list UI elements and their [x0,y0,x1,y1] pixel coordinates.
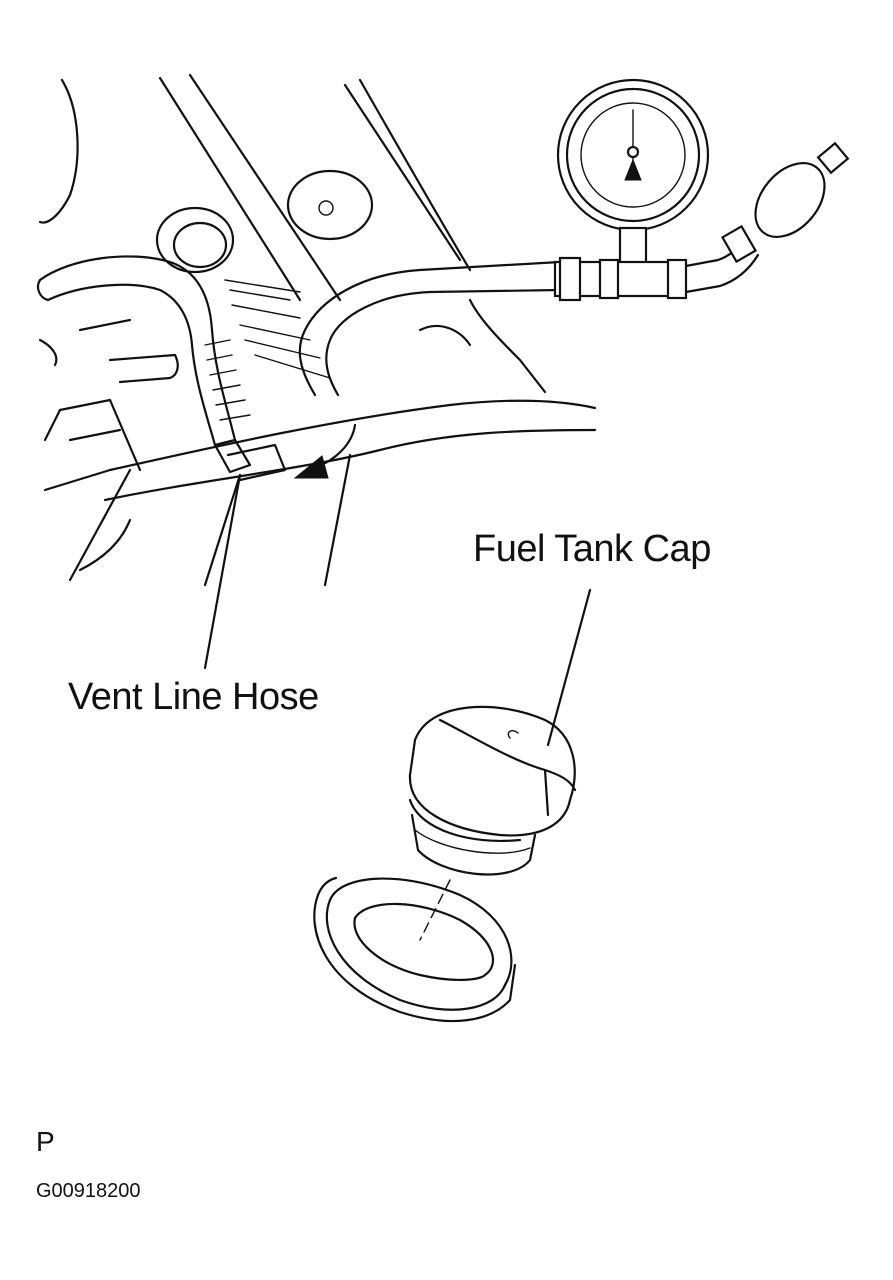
filler-neck-drawing [313,876,517,1023]
direction-arrow [293,423,357,479]
vent-line-hose-label: Vent Line Hose [68,676,319,718]
body-structure-lines [38,73,597,587]
fuel-tank-cap-label: Fuel Tank Cap [473,528,711,570]
grommets [155,169,374,274]
fuel-tank-cap-drawing [408,705,577,941]
vent-line-hose-drawing [36,255,331,482]
page-mark: P [36,1126,55,1157]
figure-code: G00918200 [36,1180,141,1202]
tester-tube [298,260,562,397]
pressure-gauge-assembly [553,78,850,302]
leader-lines [203,473,592,747]
